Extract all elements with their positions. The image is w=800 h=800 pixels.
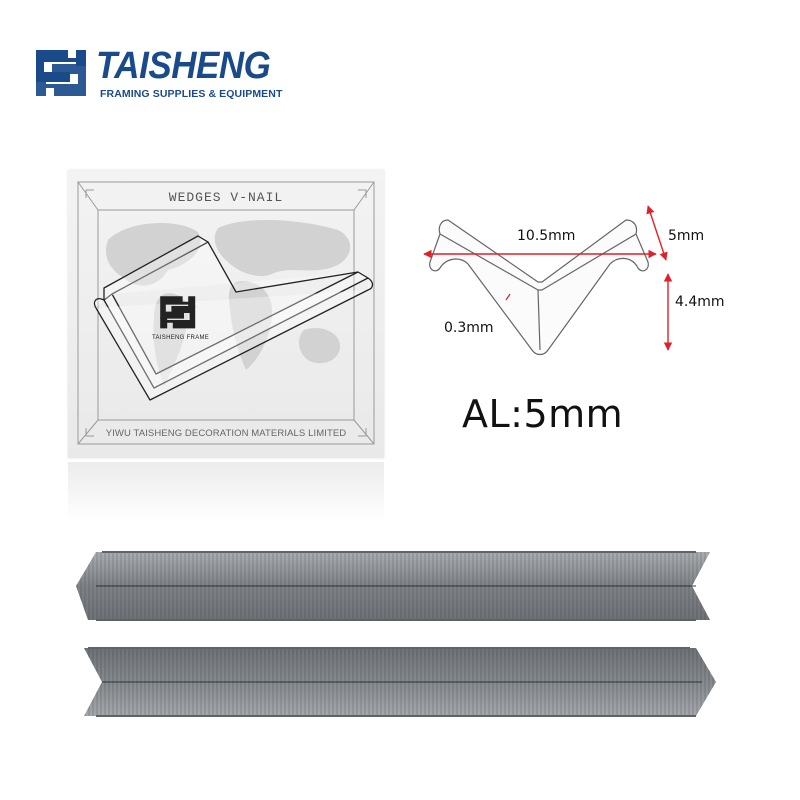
brand-name: TAISHENG [96, 45, 271, 87]
brand-header: TAISHENG FRAMING SUPPLIES & EQUIPMENT [30, 44, 290, 104]
package-artwork [77, 181, 375, 445]
brand-tagline: FRAMING SUPPLIES & EQUIPMENT [100, 88, 283, 100]
thickness-dimension-label: 0.3mm [444, 320, 494, 336]
height-bottom-dimension-label: 4.4mm [675, 294, 725, 310]
package-footer: YIWU TAISHENG DECORATION MATERIALS LIMIT… [105, 428, 347, 439]
al-spec-label: AL:5mm [462, 392, 624, 436]
product-package: WEDGES V-NAIL TAISHENG FRAME YIWU TAISHE… [68, 170, 384, 458]
v-nail-dimension-diagram [423, 205, 673, 356]
package-reflection [68, 462, 384, 522]
width-dimension-label: 10.5mm [517, 228, 576, 244]
height-top-dimension-label: 5mm [668, 228, 705, 244]
v-nail-strip-top [76, 551, 710, 621]
package-brand-text: TAISHENG FRAME [152, 335, 210, 341]
v-nail-strip-bottom [84, 647, 716, 717]
package-title: WEDGES V-NAIL [168, 190, 284, 205]
ts-logo-icon [36, 50, 86, 96]
